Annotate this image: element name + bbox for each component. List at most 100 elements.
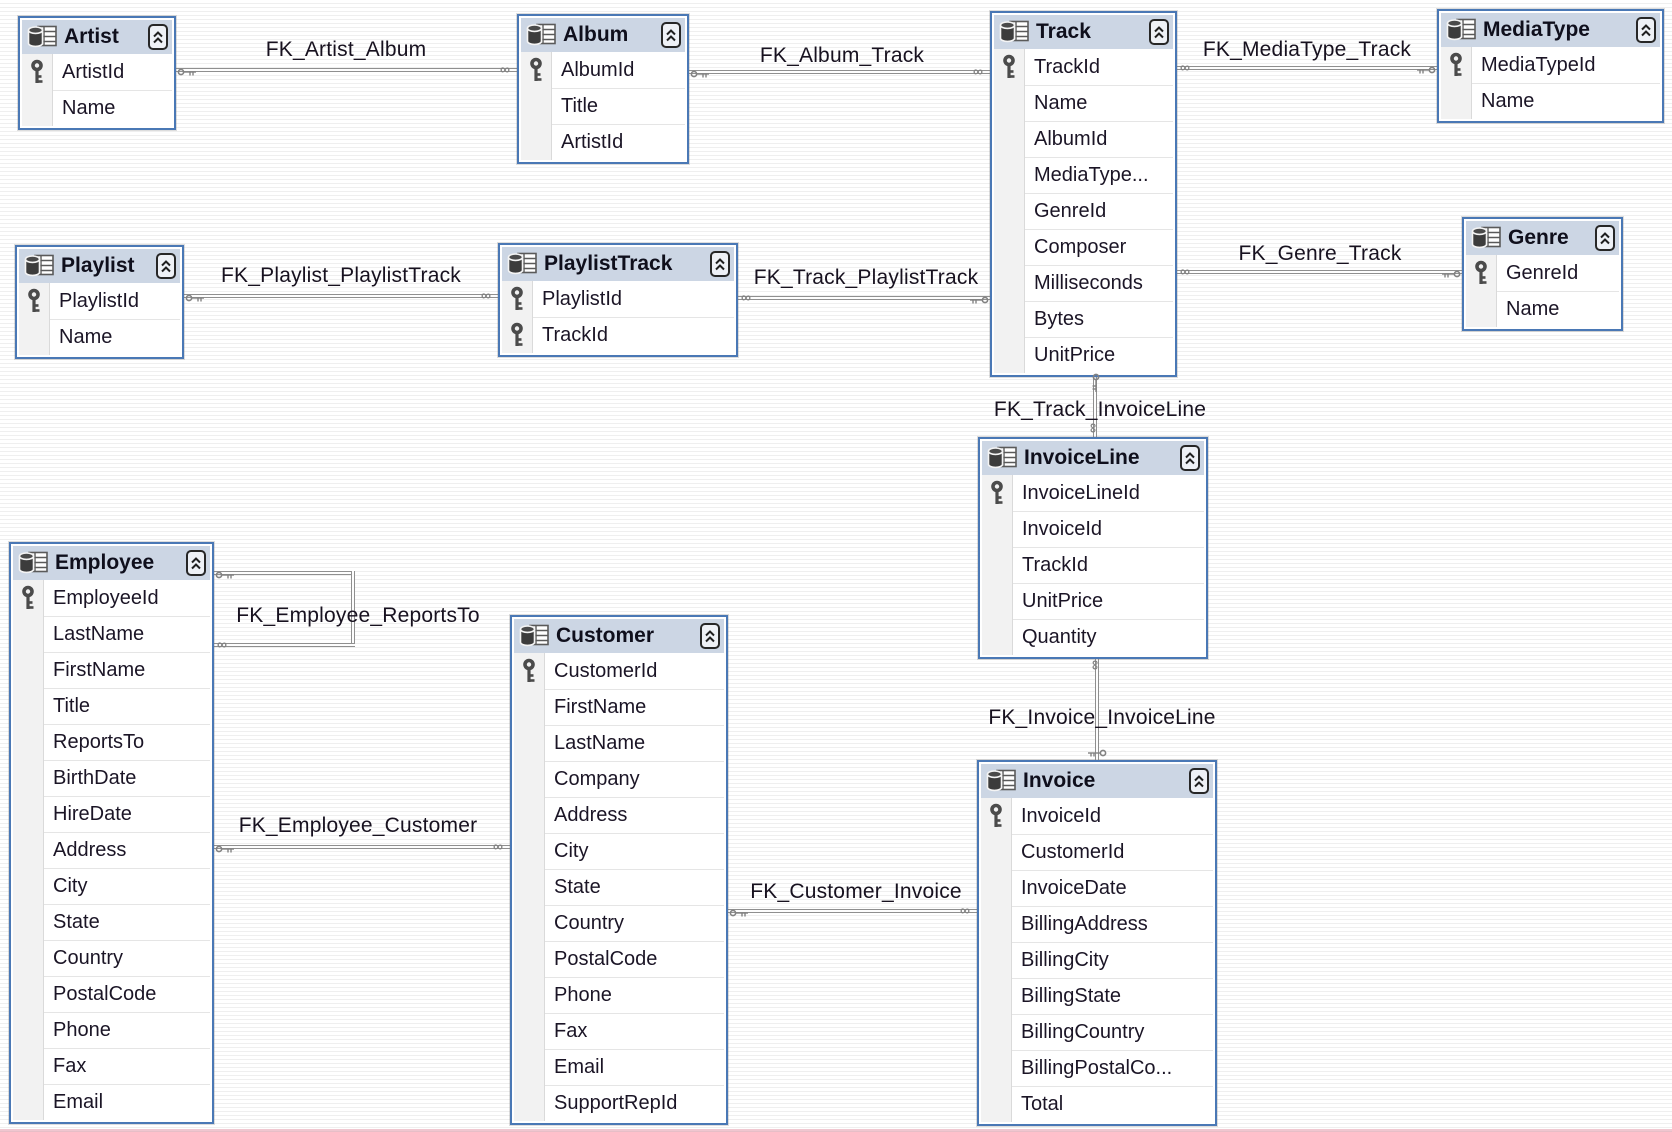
collapse-button[interactable]	[1180, 445, 1200, 471]
table-header[interactable]: Employee	[13, 546, 210, 580]
table-header[interactable]: Customer	[514, 619, 724, 653]
collapse-button[interactable]	[148, 24, 168, 50]
table-header[interactable]: Track	[994, 15, 1173, 49]
column-row[interactable]: CustomerId	[514, 653, 724, 689]
column-row[interactable]: Total	[981, 1086, 1213, 1122]
collapse-button[interactable]	[700, 623, 720, 649]
column-row[interactable]: PlaylistId	[19, 283, 180, 319]
relationship-line[interactable]	[1177, 66, 1437, 70]
table-header[interactable]: MediaType	[1441, 13, 1660, 47]
column-row[interactable]: FirstName	[13, 652, 210, 688]
column-row[interactable]: InvoiceLineId	[982, 475, 1204, 511]
column-row[interactable]: Company	[514, 761, 724, 797]
column-row[interactable]: AlbumId	[521, 52, 685, 88]
column-row[interactable]: Name	[994, 85, 1173, 121]
column-row[interactable]: Address	[514, 797, 724, 833]
relationship-line[interactable]	[214, 571, 355, 575]
column-row[interactable]: Address	[13, 832, 210, 868]
column-row[interactable]: InvoiceId	[981, 798, 1213, 834]
column-row[interactable]: TrackId	[982, 547, 1204, 583]
relationship-line[interactable]	[214, 643, 355, 647]
column-row[interactable]: ArtistId	[521, 124, 685, 160]
column-row[interactable]: Phone	[13, 1012, 210, 1048]
relationship-line[interactable]	[689, 70, 990, 74]
column-row[interactable]: City	[514, 833, 724, 869]
table-header[interactable]: Album	[521, 18, 685, 52]
column-row[interactable]: BillingPostalCo...	[981, 1050, 1213, 1086]
relationship-line[interactable]	[1095, 655, 1099, 760]
relationship-line[interactable]	[214, 845, 510, 849]
column-row[interactable]: UnitPrice	[982, 583, 1204, 619]
column-row[interactable]: Fax	[13, 1048, 210, 1084]
column-row[interactable]: BirthDate	[13, 760, 210, 796]
column-row[interactable]: BillingCity	[981, 942, 1213, 978]
relationship-line[interactable]	[176, 68, 517, 72]
column-row[interactable]: State	[514, 869, 724, 905]
column-row[interactable]: MediaType...	[994, 157, 1173, 193]
column-row[interactable]: CustomerId	[981, 834, 1213, 870]
column-row[interactable]: HireDate	[13, 796, 210, 832]
collapse-button[interactable]	[156, 253, 176, 279]
column-row[interactable]: Quantity	[982, 619, 1204, 655]
column-row[interactable]: FirstName	[514, 689, 724, 725]
column-row[interactable]: SupportRepId	[514, 1085, 724, 1121]
table-header[interactable]: InvoiceLine	[982, 441, 1204, 475]
column-row[interactable]: BillingAddress	[981, 906, 1213, 942]
relationship-line[interactable]	[184, 294, 498, 298]
relationship-line[interactable]	[1177, 270, 1462, 274]
column-row[interactable]: Milliseconds	[994, 265, 1173, 301]
column-row[interactable]: ReportsTo	[13, 724, 210, 760]
collapse-button[interactable]	[1595, 225, 1615, 251]
column-row[interactable]: EmployeeId	[13, 580, 210, 616]
column-row[interactable]: Name	[19, 319, 180, 355]
table-header[interactable]: Playlist	[19, 249, 180, 283]
column-row[interactable]: Bytes	[994, 301, 1173, 337]
column-row[interactable]: Composer	[994, 229, 1173, 265]
relationship-line[interactable]	[728, 909, 977, 913]
column-row[interactable]: Name	[1441, 83, 1660, 119]
column-row[interactable]: PlaylistId	[502, 281, 734, 317]
table-header[interactable]: PlaylistTrack	[502, 247, 734, 281]
column-row[interactable]: Title	[13, 688, 210, 724]
column-row[interactable]: Name	[1466, 291, 1619, 327]
relationship-line[interactable]	[1093, 373, 1097, 437]
collapse-button[interactable]	[1189, 768, 1209, 794]
column-row[interactable]: PostalCode	[514, 941, 724, 977]
column-row[interactable]: State	[13, 904, 210, 940]
column-row[interactable]: Country	[13, 940, 210, 976]
column-row[interactable]: LastName	[13, 616, 210, 652]
table-header[interactable]: Artist	[22, 20, 172, 54]
column-row[interactable]: TrackId	[994, 49, 1173, 85]
column-row[interactable]: TrackId	[502, 317, 734, 353]
column-row[interactable]: Name	[22, 90, 172, 126]
column-row[interactable]: AlbumId	[994, 121, 1173, 157]
column-row[interactable]: Phone	[514, 977, 724, 1013]
collapse-button[interactable]	[186, 550, 206, 576]
table-header[interactable]: Genre	[1466, 221, 1619, 255]
column-row[interactable]: GenreId	[1466, 255, 1619, 291]
column-row[interactable]: Email	[514, 1049, 724, 1085]
column-row[interactable]: InvoiceId	[982, 511, 1204, 547]
relationship-line[interactable]	[738, 296, 990, 300]
table-header[interactable]: Invoice	[981, 764, 1213, 798]
relationship-line[interactable]	[351, 571, 355, 647]
column-row[interactable]: PostalCode	[13, 976, 210, 1012]
column-row[interactable]: Email	[13, 1084, 210, 1120]
column-row[interactable]: GenreId	[994, 193, 1173, 229]
column-row[interactable]: Country	[514, 905, 724, 941]
column-row[interactable]: InvoiceDate	[981, 870, 1213, 906]
collapse-button[interactable]	[661, 22, 681, 48]
column-row[interactable]: BillingCountry	[981, 1014, 1213, 1050]
column-row[interactable]: Title	[521, 88, 685, 124]
